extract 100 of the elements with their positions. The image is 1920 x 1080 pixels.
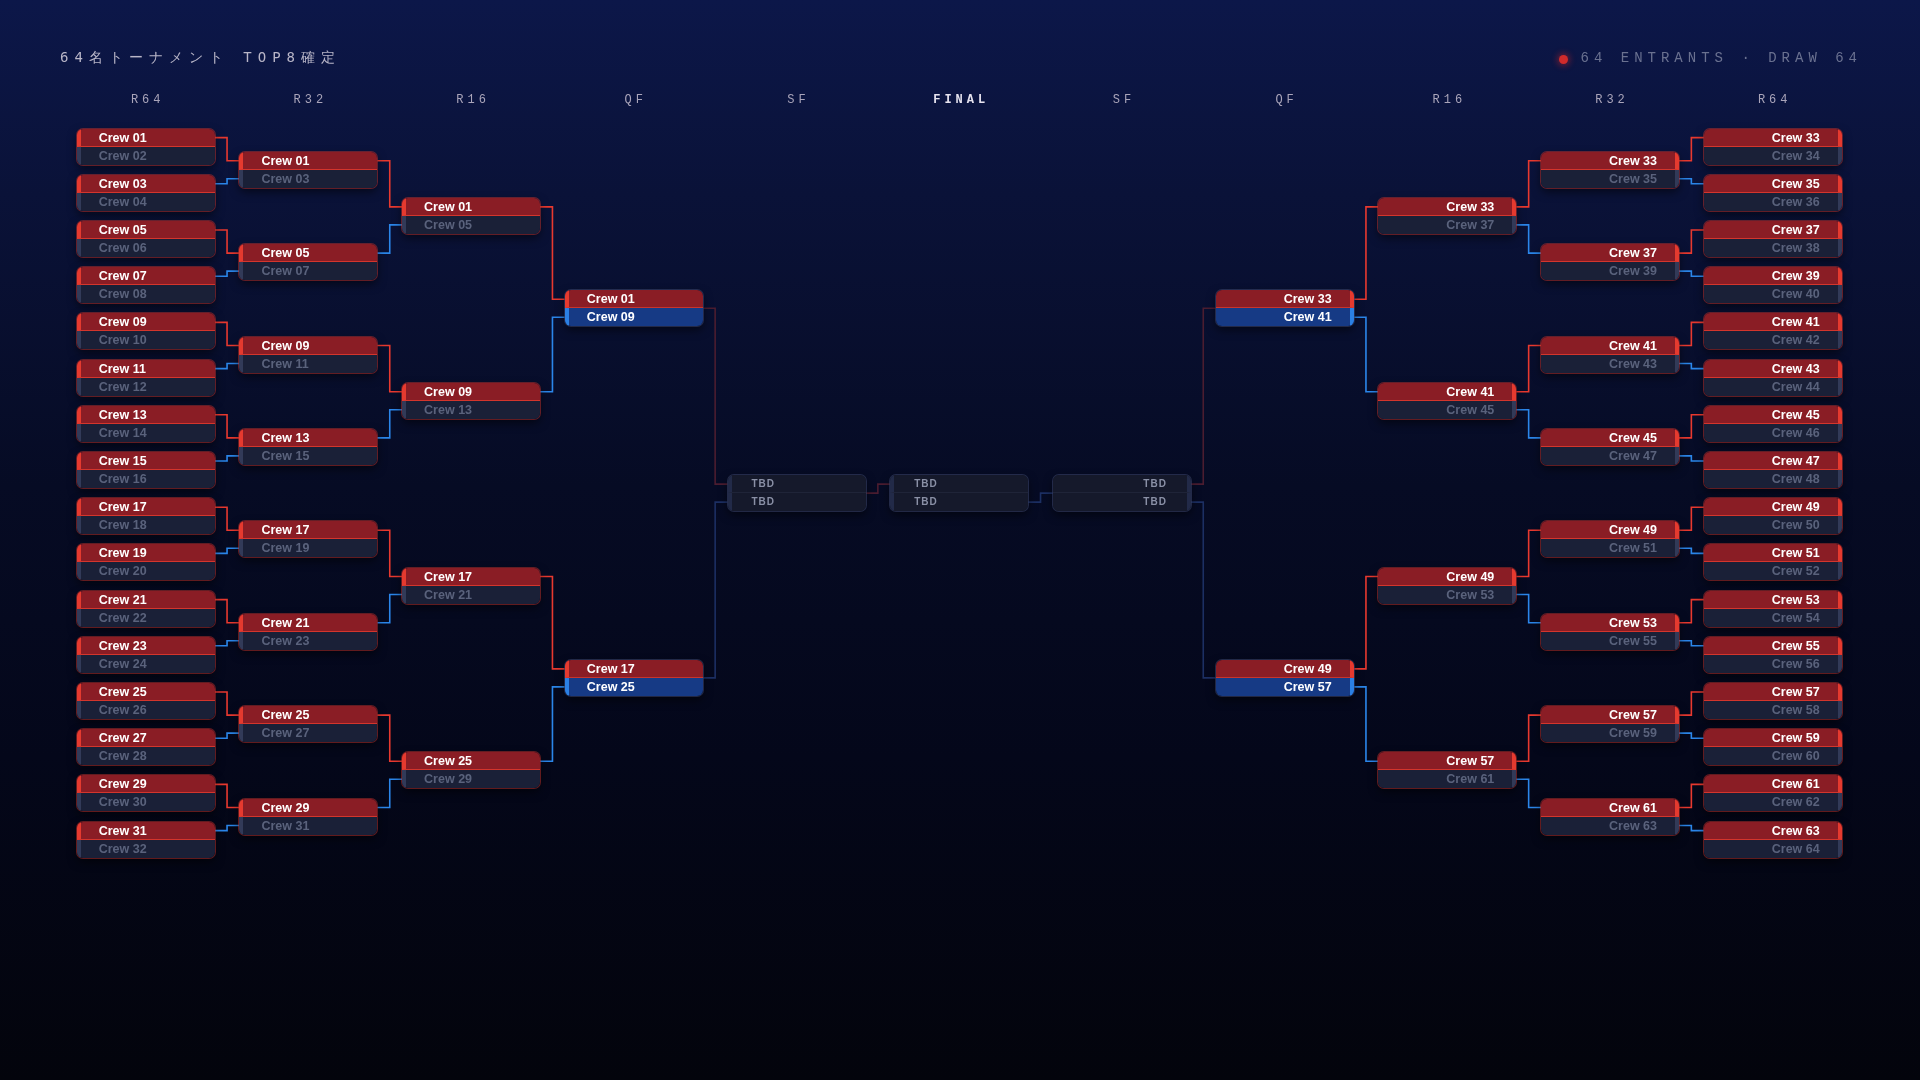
connector-line (213, 506, 241, 532)
team-row: Crew 49 (1215, 659, 1354, 678)
match-card (1541, 244, 1679, 281)
connector-line (1352, 686, 1380, 763)
connector-line (1678, 455, 1705, 462)
connector-line (1352, 316, 1380, 393)
match-card (1541, 521, 1679, 558)
loser-row: Crew 10 (76, 331, 215, 350)
match-card (1215, 290, 1354, 327)
winner-row: Crew 63 (1703, 821, 1842, 840)
match-card (76, 405, 215, 442)
connector-line (864, 483, 891, 494)
winner-row: Crew 29 (239, 798, 378, 817)
winner-row: Crew 09 (76, 313, 215, 332)
connector-line (1352, 575, 1380, 670)
winner-row: Crew 59 (1703, 729, 1842, 748)
winner-row: Crew 03 (76, 174, 215, 193)
match-card (564, 659, 703, 696)
match-card (76, 544, 215, 581)
winner-row: Crew 49 (1703, 498, 1842, 517)
page-title: 64名トーナメント TOP8確定 (60, 49, 341, 67)
loser-row: Crew 38 (1703, 239, 1842, 257)
winner-row: Crew 53 (1541, 613, 1679, 632)
match-card (890, 475, 1029, 512)
connector-line (213, 362, 241, 370)
winner-row: Crew 49 (1541, 521, 1679, 540)
match-card (1541, 151, 1679, 188)
loser-row: Crew 59 (1541, 724, 1679, 743)
match-card (1703, 590, 1842, 627)
match-card (76, 128, 215, 165)
team-row: Crew 01 (564, 290, 703, 309)
connector-line (213, 783, 241, 809)
winner-row: Crew 13 (76, 405, 215, 424)
connector-line (376, 529, 403, 578)
winner-row: Crew 51 (1703, 544, 1842, 563)
placeholder-row: TBD (727, 493, 866, 512)
match-card (1703, 498, 1842, 535)
connector-line (376, 159, 403, 208)
winner-row: Crew 37 (1703, 221, 1842, 239)
connector-line (376, 593, 403, 624)
entrants-label: 64 ENTRANTS · DRAW 64 (1580, 50, 1862, 66)
connector-line (1515, 159, 1542, 208)
match-card (76, 498, 215, 535)
loser-row: Crew 16 (76, 470, 215, 488)
connector-line (1678, 824, 1705, 832)
winner-row: Crew 39 (1703, 267, 1842, 286)
loser-row: Crew 29 (402, 770, 541, 789)
connector-line (1678, 506, 1705, 532)
match-card (1052, 475, 1191, 512)
match-card (76, 267, 215, 304)
round-label: SF (1112, 93, 1136, 107)
loser-row: Crew 20 (76, 562, 215, 581)
connector-line (213, 177, 241, 185)
match-card (1703, 313, 1842, 350)
loser-row: Crew 18 (76, 516, 215, 535)
loser-row: Crew 48 (1703, 470, 1842, 488)
round-label: R64 (1757, 93, 1792, 107)
match-card (76, 821, 215, 858)
winner-row: Crew 01 (402, 197, 541, 216)
loser-row: Crew 58 (1703, 701, 1842, 719)
match-card (1703, 405, 1842, 442)
loser-row: Crew 42 (1703, 331, 1842, 350)
winner-row: Crew 29 (76, 775, 215, 794)
match-card (1541, 428, 1679, 465)
connector-line (702, 307, 729, 485)
winner-row: Crew 21 (239, 613, 378, 632)
match-card (239, 706, 378, 743)
winner-row: Crew 33 (1703, 128, 1842, 147)
winner-row: Crew 07 (76, 267, 215, 286)
winner-row: Crew 33 (1541, 151, 1679, 170)
connector-line (213, 136, 241, 162)
match-card (76, 221, 215, 257)
match-card (1541, 613, 1679, 650)
round-label: R32 (293, 93, 328, 107)
loser-row: Crew 62 (1703, 793, 1842, 812)
match-card (402, 752, 541, 789)
connector-line (1515, 593, 1542, 624)
connector-line (1190, 501, 1217, 679)
match-card (239, 613, 378, 650)
winner-row: Crew 09 (239, 336, 378, 355)
winner-row: Crew 37 (1541, 244, 1679, 263)
match-card (1378, 752, 1517, 789)
winner-row: Crew 45 (1541, 428, 1679, 447)
loser-row: Crew 28 (76, 747, 215, 766)
connector-line (213, 824, 241, 832)
loser-row: Crew 40 (1703, 285, 1842, 304)
match-card (1703, 683, 1842, 719)
winner-row: Crew 35 (1703, 174, 1842, 193)
connector-line (1515, 714, 1542, 763)
connector-line (1352, 206, 1380, 301)
winner-row: Crew 25 (76, 683, 215, 701)
winner-row: Crew 01 (76, 128, 215, 147)
match-card (239, 521, 378, 558)
connector-line (1678, 177, 1705, 185)
connector-line (1678, 732, 1705, 739)
connector-line (1027, 492, 1054, 503)
match-card (402, 382, 541, 419)
placeholder-row: TBD (890, 493, 1029, 512)
loser-row: Crew 08 (76, 285, 215, 304)
winner-row: Crew 55 (1703, 636, 1842, 655)
